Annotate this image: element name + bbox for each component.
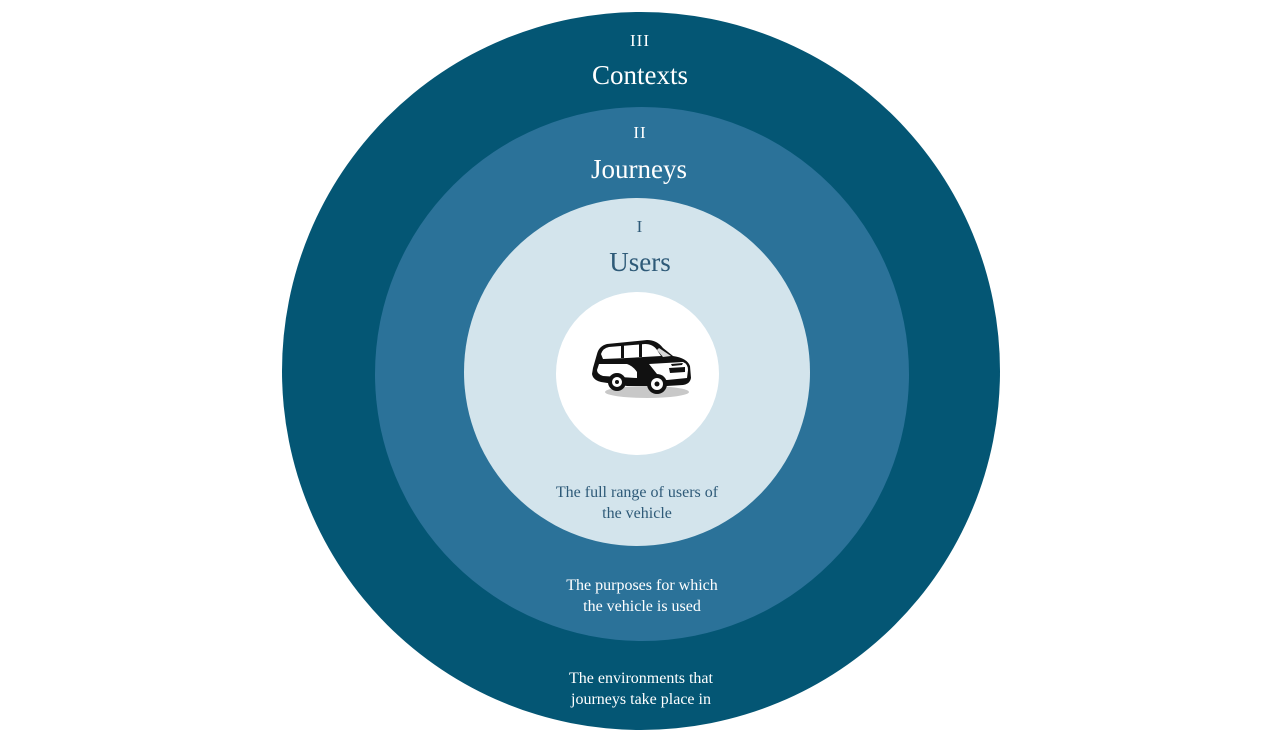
journeys-description: The purposes for which the vehicle is us… bbox=[492, 575, 792, 617]
journeys-description-line-1: The purposes for which bbox=[566, 577, 718, 594]
car-icon bbox=[587, 334, 693, 400]
journeys-numeral: II bbox=[633, 123, 647, 142]
contexts-description-line-2: journeys take place in bbox=[571, 691, 711, 708]
contexts-description-line-1: The environments that bbox=[569, 670, 713, 687]
contexts-description: The environments that journeys take plac… bbox=[491, 668, 791, 710]
users-title: Users bbox=[609, 247, 671, 277]
users-description-line-2: the vehicle bbox=[602, 505, 672, 522]
contexts-title: Contexts bbox=[591, 60, 688, 90]
users-description: The full range of users of the vehicle bbox=[487, 482, 787, 524]
users-description-line-1: The full range of users of bbox=[555, 484, 719, 501]
journeys-title: Journeys bbox=[591, 154, 687, 184]
journeys-description-line-2: the vehicle is used bbox=[583, 598, 701, 615]
contexts-numeral: III bbox=[630, 31, 650, 50]
users-numeral: I bbox=[636, 217, 644, 236]
